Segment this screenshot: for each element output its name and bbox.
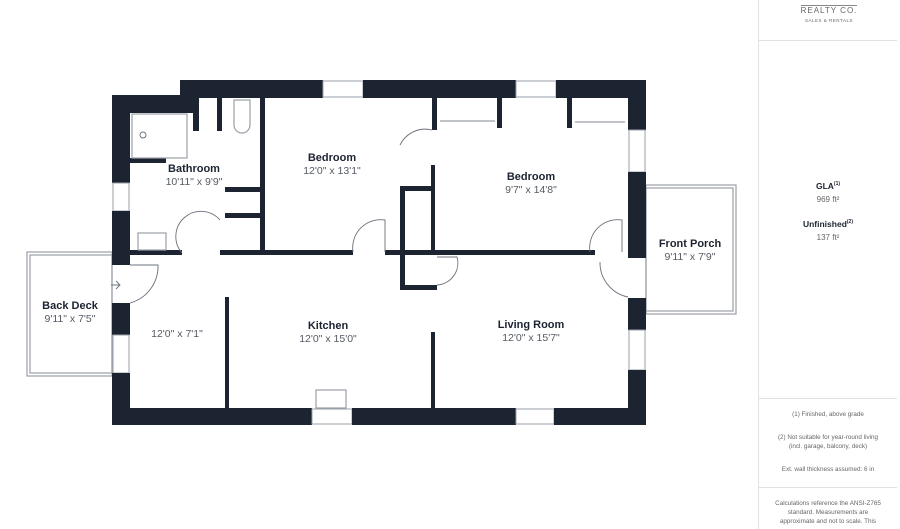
- note-3: Ext. wall thickness assumed: 6 in: [781, 466, 875, 473]
- gla-block: GLA(1) 969 ft²: [759, 181, 897, 204]
- room-dims-entry: 12'0" x 7'1": [151, 328, 203, 340]
- disclaimer: Calculations reference the ANSI-Z765 sta…: [775, 500, 881, 525]
- note-2: (2) Not suitable for year-round living (…: [777, 434, 879, 450]
- room-name-back-deck: Back Deck: [42, 300, 99, 312]
- unfinished-label: Unfinished: [802, 219, 847, 229]
- note-1: (1) Finished, above grade: [792, 411, 864, 418]
- interior-walls: [130, 98, 595, 408]
- room-name-bedroom-1: Bedroom: [308, 152, 357, 164]
- exterior-walls: [112, 80, 646, 425]
- room-dims-bedroom-2: 9'7" x 14'8": [505, 184, 557, 196]
- room-labels: Bathroom 10'11" x 9'9" Bedroom 12'0" x 1…: [42, 152, 721, 345]
- info-panel: REALTY CO. SALES & RENTALS GLA(1) 969 ft…: [758, 0, 900, 529]
- room-dims-kitchen: 12'0" x 15'0": [299, 333, 357, 345]
- divider: [759, 398, 897, 399]
- fixtures: [131, 99, 625, 409]
- toilet: [233, 99, 251, 134]
- room-name-front-porch: Front Porch: [659, 238, 722, 250]
- unfinished-value: 137 ft²: [816, 233, 840, 242]
- room-dims-living-room: 12'0" x 15'7": [502, 332, 560, 344]
- doors: [111, 128, 629, 304]
- room-name-bathroom: Bathroom: [168, 163, 220, 175]
- room-dims-bedroom-1: 12'0" x 13'1": [303, 165, 361, 177]
- divider: [759, 40, 897, 41]
- shower: [131, 113, 188, 159]
- room-name-living-room: Living Room: [498, 319, 565, 331]
- room-name-bedroom-2: Bedroom: [507, 171, 556, 183]
- floor-plan: Bathroom 10'11" x 9'9" Bedroom 12'0" x 1…: [26, 80, 737, 425]
- kitchen-sink: [315, 389, 347, 409]
- gla-label: GLA: [815, 181, 834, 191]
- room-dims-back-deck: 9'11" x 7'5": [45, 313, 96, 325]
- company-logo: REALTY CO. SALES & RENTALS: [800, 5, 858, 23]
- vanity: [137, 232, 167, 251]
- gla-value: 969 ft²: [816, 195, 840, 204]
- room-dims-front-porch: 9'11" x 7'9": [665, 251, 716, 263]
- unfinished-block: Unfinished(2) 137 ft²: [759, 219, 897, 242]
- room-dims-bathroom: 10'11" x 9'9": [166, 176, 223, 188]
- divider: [759, 487, 897, 488]
- room-name-kitchen: Kitchen: [308, 320, 349, 332]
